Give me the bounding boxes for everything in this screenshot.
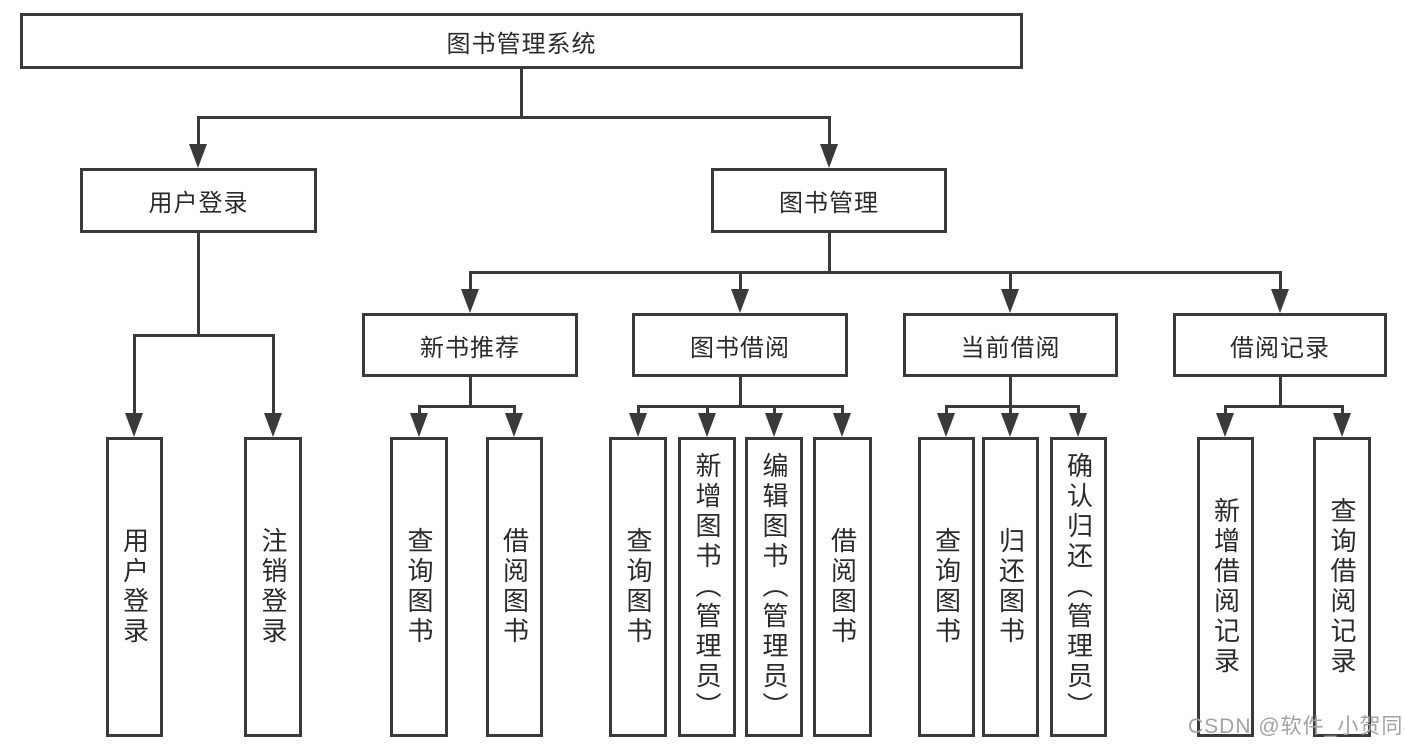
connector-line [1224, 405, 1344, 408]
node-borrowing-records: 借阅记录 [1173, 313, 1387, 377]
leaf-add-borrow-record: 新增借阅记录 [1197, 437, 1254, 737]
arrow-down-icon [189, 144, 207, 168]
arrow-down-icon [461, 289, 479, 313]
connector-line [1341, 405, 1344, 417]
connector-line [1279, 377, 1282, 408]
node-label: 用户登录 [119, 527, 150, 647]
node-label: 借阅图书 [499, 527, 530, 647]
connector-line [841, 405, 844, 417]
arrow-down-icon [1001, 413, 1019, 437]
connector-line [828, 233, 831, 274]
arrow-down-icon [1001, 289, 1019, 313]
leaf-query-books-2: 查询图书 [609, 437, 667, 737]
connector-line [1077, 405, 1080, 417]
arrow-down-icon [1271, 289, 1289, 313]
node-label: 图书借阅 [690, 334, 790, 362]
leaf-edit-books-admin: 编辑图书（管理员） [745, 437, 803, 737]
node-label: 确认归还（管理员） [1063, 452, 1094, 722]
leaf-borrow-books-2: 借阅图书 [813, 437, 872, 737]
connector-line [1009, 377, 1012, 408]
node-user-login: 用户登录 [80, 168, 317, 233]
node-label: 新增借阅记录 [1210, 497, 1241, 677]
arrow-down-icon [410, 413, 428, 437]
node-label: 注销登录 [258, 527, 288, 647]
connector-line [469, 271, 1282, 274]
node-current-borrowing: 当前借阅 [903, 313, 1118, 377]
connector-line [1224, 405, 1227, 417]
connector-line [520, 68, 523, 118]
connector-line [637, 405, 844, 408]
node-library-management-system: 图书管理系统 [20, 13, 1023, 69]
connector-line [945, 405, 1080, 408]
node-label: 查询借阅记录 [1327, 497, 1357, 677]
node-label: 借阅图书 [827, 527, 858, 647]
node-label: 编辑图书（管理员） [759, 452, 789, 722]
connector-line [1009, 405, 1012, 417]
node-book-management: 图书管理 [711, 168, 947, 233]
arrow-down-icon [765, 413, 783, 437]
node-label: 借阅记录 [1230, 334, 1330, 362]
connector-line [739, 271, 742, 293]
connector-line [739, 377, 742, 408]
node-label: 图书管理 [779, 190, 879, 217]
leaf-return-books: 归还图书 [982, 437, 1039, 737]
connector-line [945, 405, 948, 417]
arrow-down-icon [629, 413, 647, 437]
node-new-book-recommend: 新书推荐 [362, 313, 578, 377]
node-label: 归还图书 [995, 527, 1026, 647]
leaf-confirm-return-admin: 确认归还（管理员） [1050, 437, 1107, 737]
arrow-down-icon [1069, 413, 1087, 437]
leaf-query-books-1: 查询图书 [390, 437, 448, 737]
watermark-text: CSDN @软件_小贺同学 [1188, 715, 1405, 738]
node-label: 查询图书 [404, 527, 434, 647]
connector-line [272, 334, 275, 415]
connector-line [828, 116, 831, 148]
arrow-down-icon [264, 413, 282, 437]
connector-line [418, 405, 421, 417]
connector-line [773, 405, 776, 417]
node-label: 图书管理系统 [446, 30, 597, 58]
leaf-query-borrow-record: 查询借阅记录 [1313, 437, 1371, 737]
arrow-down-icon [731, 289, 749, 313]
node-label: 用户登录 [148, 190, 249, 217]
node-label: 查询图书 [623, 527, 653, 647]
arrow-down-icon [1216, 413, 1234, 437]
connector-line [637, 405, 640, 417]
node-label: 当前借阅 [960, 334, 1061, 362]
arrow-down-icon [125, 413, 143, 437]
arrow-down-icon [1333, 413, 1351, 437]
connector-line [706, 405, 709, 417]
connector-line [133, 334, 136, 415]
connector-line [418, 405, 516, 408]
connector-line [1009, 271, 1012, 293]
connector-line [469, 271, 472, 293]
arrow-down-icon [505, 413, 523, 437]
connector-line [513, 405, 516, 417]
connector-line [197, 116, 831, 119]
node-label: 新书推荐 [420, 334, 520, 362]
leaf-logout: 注销登录 [244, 437, 302, 737]
connector-line [197, 116, 200, 148]
arrow-down-icon [937, 413, 955, 437]
leaf-add-books-admin: 新增图书（管理员） [678, 437, 736, 737]
leaf-user-login: 用户登录 [106, 437, 163, 737]
arrow-down-icon [833, 413, 851, 437]
node-label: 新增图书（管理员） [692, 452, 722, 722]
node-book-borrowing: 图书借阅 [632, 313, 848, 377]
connector-line [1279, 271, 1282, 293]
arrow-down-icon [820, 144, 838, 168]
arrow-down-icon [698, 413, 716, 437]
leaf-query-books-3: 查询图书 [918, 437, 975, 737]
leaf-borrow-books-1: 借阅图书 [486, 437, 543, 737]
connector-line [469, 377, 472, 408]
connector-line [197, 233, 200, 336]
connector-line [133, 334, 274, 337]
node-label: 查询图书 [931, 527, 962, 647]
